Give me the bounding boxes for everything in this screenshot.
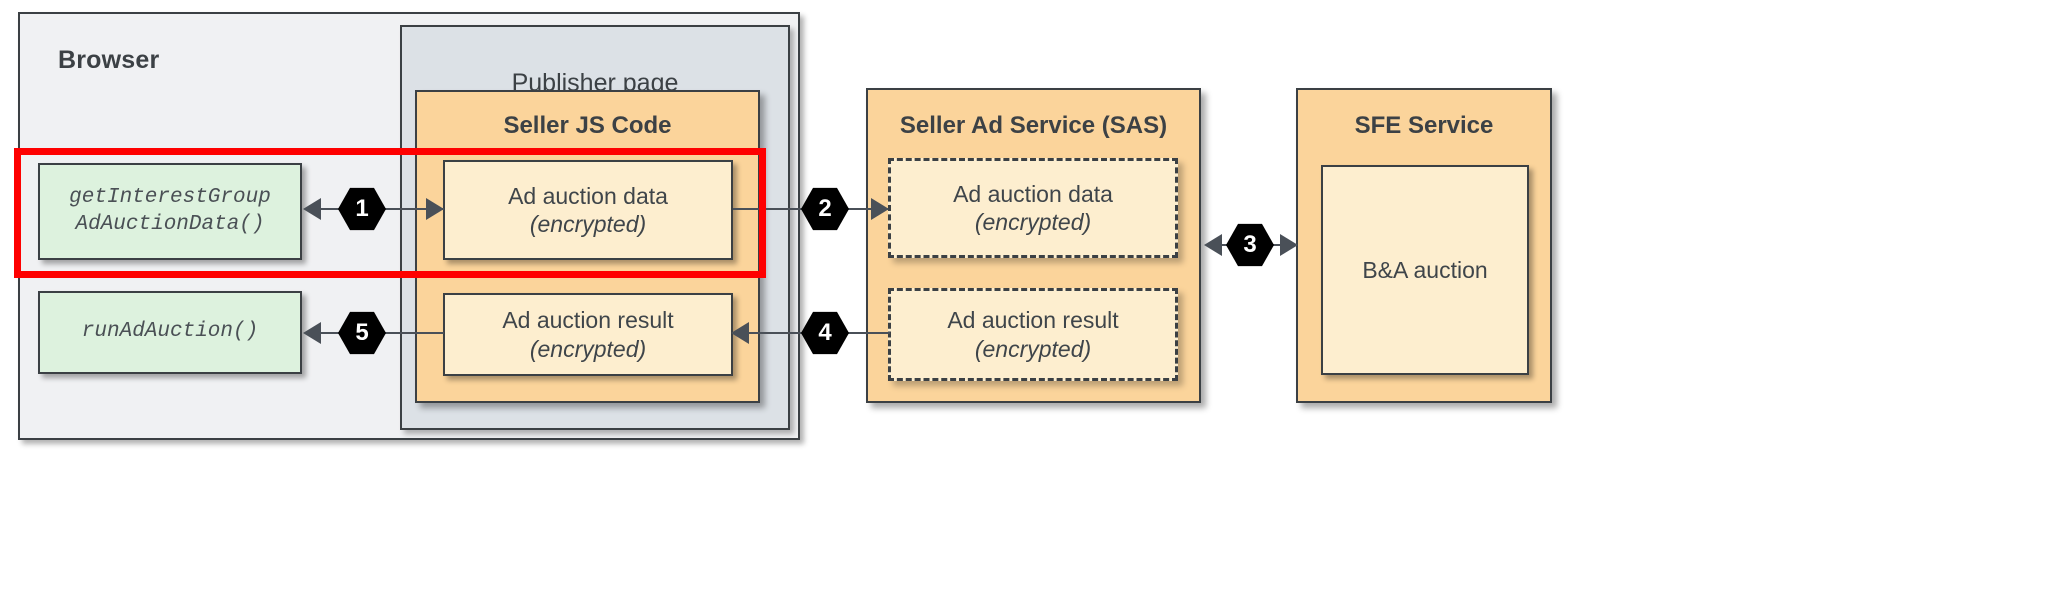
step-marker-5: 5 [338,311,386,355]
sas-ad-auction-data-box: Ad auction data (encrypted) [888,158,1178,258]
step-marker-3: 3 [1226,223,1274,267]
run-ad-auction-box: runAdAuction() [38,291,302,374]
box-line1: B&A auction [1362,256,1488,283]
get-interest-group-ad-auction-data-box: getInterestGroup AdAuctionData() [38,163,302,260]
browser-label: Browser [58,46,160,74]
sfe-service-label: SFE Service [1354,112,1494,139]
box-line1: Ad auction data [953,180,1113,207]
red-highlight-region [14,148,766,278]
box-line1: Ad auction data [508,182,668,209]
seller-js-code-label: Seller JS Code [503,112,672,139]
sfe-bna-auction-box: B&A auction [1321,165,1529,375]
step-number: 4 [818,319,832,346]
seller-ad-service-label: Seller Ad Service (SAS) [899,112,1168,139]
seller-js-ad-auction-result-box: Ad auction result (encrypted) [443,293,733,376]
step-marker-2: 2 [801,187,849,231]
api-box-line1: getInterestGroup [69,185,271,209]
box-line2: (encrypted) [529,211,647,237]
step-marker-4: 4 [801,311,849,355]
box-line1: Ad auction result [502,307,674,334]
step-number: 5 [355,319,369,346]
step-number: 3 [1243,231,1257,258]
box-line2: (encrypted) [529,335,647,362]
box-line2: (encrypted) [974,335,1092,362]
step-number: 2 [818,195,832,222]
seller-js-ad-auction-data-box: Ad auction data (encrypted) [443,160,733,260]
api-box-line1: runAdAuction() [81,320,259,344]
sas-ad-auction-result-box: Ad auction result (encrypted) [888,288,1178,381]
box-line2: (encrypted) [974,209,1092,235]
box-line1: Ad auction result [947,307,1119,334]
api-box-line2: AdAuctionData() [75,212,265,236]
step-number: 1 [355,195,369,222]
